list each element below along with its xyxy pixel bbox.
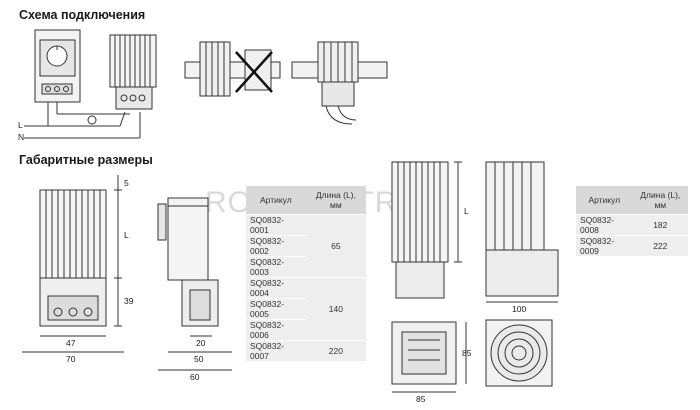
label-line: L bbox=[18, 120, 23, 130]
table-row: SQ0832-0006 bbox=[246, 319, 366, 341]
article-cell: SQ0832-0009 bbox=[576, 235, 633, 257]
length-cell: 182 bbox=[632, 214, 688, 236]
dim-front-top: 5 bbox=[124, 178, 129, 188]
front-view-drawing bbox=[22, 175, 124, 353]
table-row: SQ0832-0005 bbox=[246, 298, 366, 320]
header-article: Артикул bbox=[576, 186, 633, 215]
article-cell: SQ0832-0003 bbox=[246, 256, 306, 278]
dim-front-70: 70 bbox=[66, 354, 76, 364]
label-neutral: N bbox=[18, 132, 25, 142]
dim-side-60: 60 bbox=[190, 372, 200, 382]
dim-side-20: 20 bbox=[196, 338, 206, 348]
side-view-drawing bbox=[157, 197, 232, 371]
dim-front-length: L bbox=[124, 230, 129, 240]
length-cell: 65 bbox=[305, 214, 366, 278]
large-heater-bottom-drawing bbox=[391, 321, 467, 393]
dim-bottom-85-height: 85 bbox=[462, 348, 472, 358]
wiring-heading: Схема подключения bbox=[19, 8, 146, 22]
large-heater-side-drawing bbox=[485, 161, 559, 303]
article-cell: SQ0832-0005 bbox=[246, 298, 306, 320]
table-row: SQ0832-0008 182 bbox=[576, 214, 688, 236]
article-cell: SQ0832-0006 bbox=[246, 319, 306, 341]
header-article: Артикул bbox=[246, 186, 306, 215]
table-row: SQ0832-0003 bbox=[246, 256, 366, 278]
dim-bottom-85-width: 85 bbox=[416, 394, 426, 404]
large-heater-fan-drawing bbox=[485, 319, 553, 387]
article-cell: SQ0832-0007 bbox=[246, 340, 306, 362]
thermostat-drawing bbox=[34, 29, 81, 103]
length-cell: 140 bbox=[305, 277, 366, 341]
article-cell: SQ0832-0002 bbox=[246, 235, 306, 257]
table-row: SQ0832-0004 140 bbox=[246, 277, 366, 341]
article-cell: SQ0832-0001 bbox=[246, 214, 306, 236]
spec-table-2: Артикул Длина (L), мм SQ0832-0008 182 SQ… bbox=[576, 186, 688, 257]
table-row: SQ0832-0007 220 bbox=[246, 340, 366, 362]
header-length: Длина (L), мм bbox=[305, 186, 366, 215]
article-cell: SQ0832-0008 bbox=[576, 214, 633, 236]
dim-side-50: 50 bbox=[194, 354, 204, 364]
table-row: SQ0832-0002 bbox=[246, 235, 366, 257]
dim-large-length: L bbox=[464, 206, 469, 216]
dim-front-47: 47 bbox=[66, 338, 76, 348]
length-cell: 220 bbox=[305, 340, 366, 362]
mounting-wrong-drawing bbox=[184, 41, 281, 97]
heater-drawing bbox=[109, 34, 157, 110]
large-heater-front-drawing bbox=[391, 161, 462, 299]
length-cell: 222 bbox=[632, 235, 688, 257]
mounting-correct-drawing bbox=[291, 41, 388, 125]
table-header-row: Артикул Длина (L), мм bbox=[576, 186, 688, 215]
dim-front-39: 39 bbox=[124, 296, 134, 306]
dim-large-100: 100 bbox=[512, 304, 527, 314]
dimensions-heading: Габаритные размеры bbox=[19, 153, 153, 167]
spec-table-1: Артикул Длина (L), мм SQ0832-0001 65 SQ0… bbox=[246, 186, 366, 362]
header-length: Длина (L), мм bbox=[632, 186, 688, 215]
table-row: SQ0832-0009 222 bbox=[576, 235, 688, 257]
table-row: SQ0832-0001 65 bbox=[246, 214, 366, 278]
article-cell: SQ0832-0004 bbox=[246, 277, 306, 299]
table-header-row: Артикул Длина (L), мм bbox=[246, 186, 366, 215]
